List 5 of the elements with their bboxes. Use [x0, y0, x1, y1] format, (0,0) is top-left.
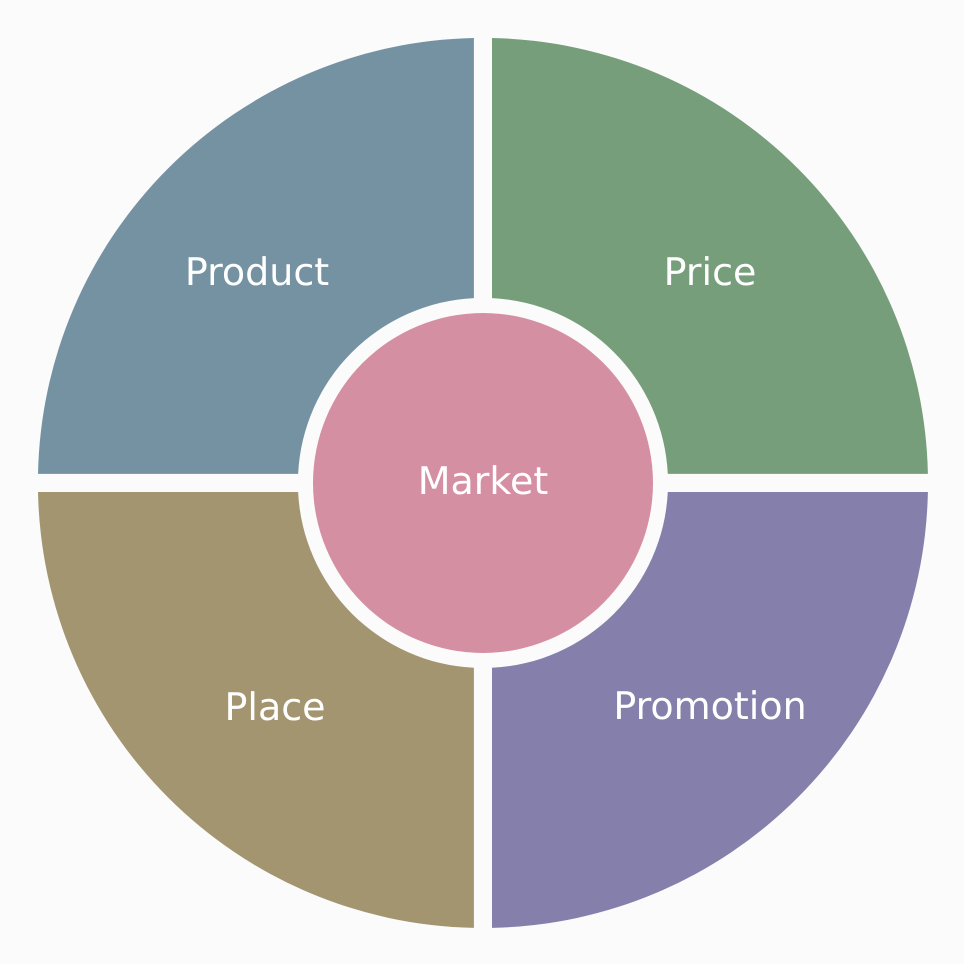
segment-label: Market: [418, 461, 548, 503]
segment-label: Price: [664, 252, 756, 294]
segment-label: Product: [184, 252, 330, 294]
segment-label: Promotion: [613, 686, 807, 728]
segment-label: Place: [224, 687, 326, 729]
